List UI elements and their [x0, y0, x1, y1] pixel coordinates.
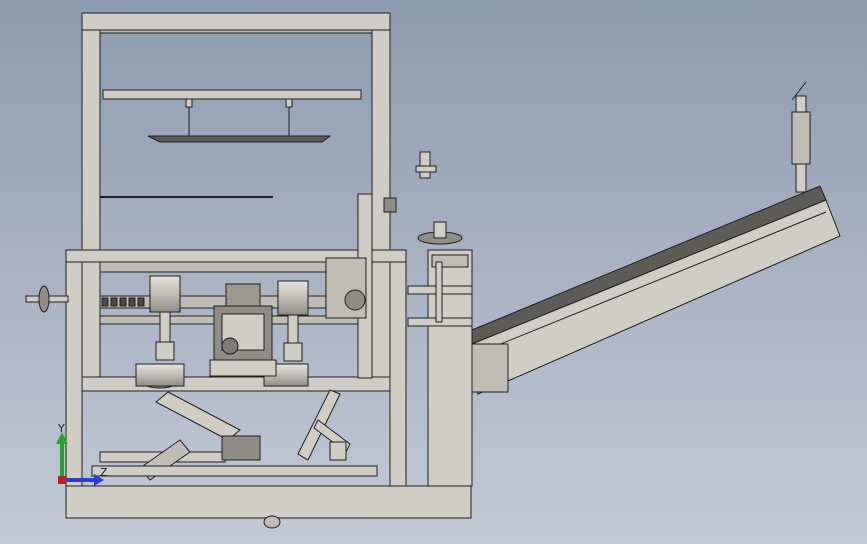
z-axis-label: Z [100, 466, 108, 479]
z-axis-head [94, 474, 104, 486]
right-column [407, 249, 473, 487]
conveyor-handle [791, 81, 811, 193]
x-axis-marker [58, 476, 66, 484]
lift-column [325, 193, 397, 379]
lower-linkage [91, 389, 378, 481]
lower-frame [65, 249, 472, 519]
left-suction-cylinder [135, 275, 185, 389]
y-axis-head [56, 432, 68, 444]
valve-fitting [415, 151, 437, 179]
lifting-hook [263, 515, 281, 529]
overhead-bar [102, 89, 362, 143]
top-handwheel [417, 221, 463, 245]
left-handwheel [25, 285, 69, 313]
coordinate-triad: Y Z [56, 422, 108, 486]
inclined-conveyor [471, 185, 841, 395]
y-axis-label: Y [57, 422, 65, 435]
gear-motor [209, 283, 277, 377]
